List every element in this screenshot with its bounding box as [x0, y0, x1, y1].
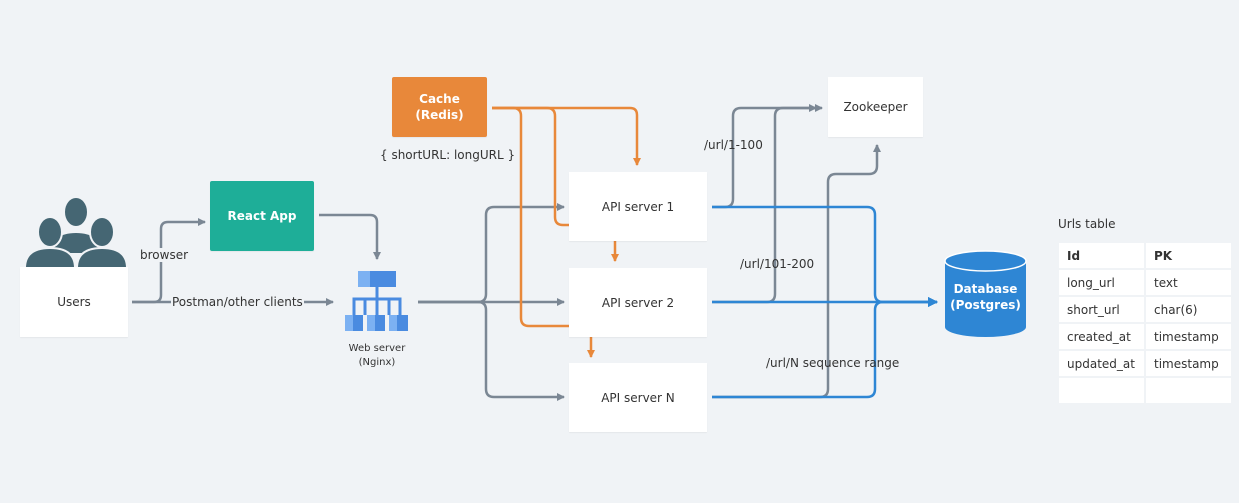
table-header-cell: PK	[1146, 243, 1231, 268]
table-row: created_at timestamp	[1059, 324, 1231, 349]
edge-cache-api1	[492, 106, 641, 166]
edge-react-webserver	[319, 213, 381, 260]
users-group-icon	[24, 196, 128, 268]
web-server-label: Web server (Nginx)	[348, 343, 406, 368]
api-server-1-node[interactable]: API server 1	[569, 172, 707, 241]
users-node[interactable]: Users	[20, 267, 128, 337]
zookeeper-node[interactable]: Zookeeper	[828, 77, 923, 137]
table-row: long_url text	[1059, 270, 1231, 295]
table-cell	[1146, 378, 1231, 403]
table-cell: timestamp	[1146, 351, 1231, 376]
table-cell: char(6)	[1146, 297, 1231, 322]
table-cell: text	[1146, 270, 1231, 295]
edge-label-range-1: /url/1-100	[704, 138, 763, 152]
edge-apin-db	[712, 297, 938, 399]
database-cylinder-icon[interactable]	[944, 249, 1027, 339]
edge-label-range-2: /url/101-200	[740, 257, 815, 271]
table-header-row: Id PK	[1059, 243, 1231, 268]
table-cell: created_at	[1059, 324, 1144, 349]
cache-sublabel: (Redis)	[415, 108, 464, 122]
table-row: short_url char(6)	[1059, 297, 1231, 322]
database-label: Database (Postgres)	[950, 282, 1021, 312]
api-server-n-label: API server N	[601, 390, 675, 405]
urls-table-title: Urls table	[1058, 217, 1116, 231]
edge-web-api1	[418, 203, 565, 304]
edge-apin-zookeeper	[712, 144, 881, 399]
api-server-2-label: API server 2	[601, 295, 675, 310]
api-server-2-node[interactable]: API server 2	[569, 268, 707, 337]
react-app-node[interactable]: React App	[210, 181, 314, 251]
edge-api1-zookeeper	[712, 104, 817, 209]
edge-label-postman: Postman/other clients	[171, 295, 304, 309]
edge-users-react	[132, 218, 206, 304]
zookeeper-label: Zookeeper	[843, 100, 908, 114]
api-server-1-label: API server 1	[601, 199, 675, 214]
table-cell: long_url	[1059, 270, 1144, 295]
edge-web-apin	[418, 300, 565, 401]
table-cell: timestamp	[1146, 324, 1231, 349]
table-row: updated_at timestamp	[1059, 351, 1231, 376]
react-app-label: React App	[227, 209, 297, 223]
web-server-sitemap-icon	[345, 271, 408, 331]
table-cell: updated_at	[1059, 351, 1144, 376]
users-label: Users	[57, 295, 91, 309]
cache-note: { shortURL: longURL }	[380, 148, 516, 162]
cache-node[interactable]: Cache (Redis)	[392, 77, 487, 137]
edge-label-range-n: /url/N sequence range	[766, 356, 900, 370]
table-cell	[1059, 378, 1144, 403]
urls-table: Id PK long_url text short_url char(6) cr…	[1057, 241, 1233, 405]
table-row	[1059, 378, 1231, 403]
cache-label: Cache	[419, 92, 460, 106]
edge-api1-db	[712, 205, 938, 307]
table-cell: short_url	[1059, 297, 1144, 322]
edge-label-browser: browser	[139, 248, 190, 262]
table-header-cell: Id	[1059, 243, 1144, 268]
api-server-n-node[interactable]: API server N	[569, 363, 707, 432]
